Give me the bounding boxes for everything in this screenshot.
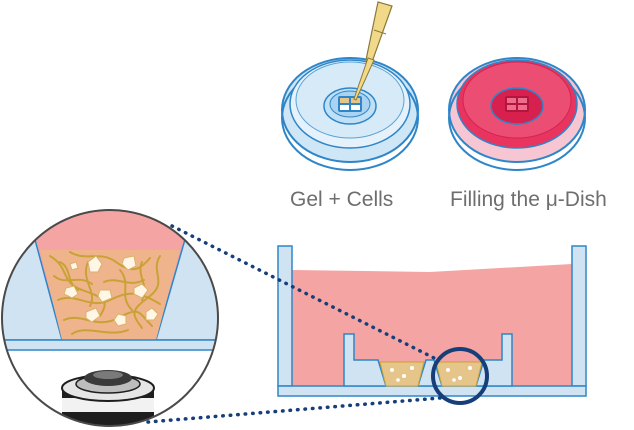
caption-gel-cells: Gel + Cells bbox=[290, 188, 394, 211]
dish-gel-cells bbox=[281, 57, 419, 171]
dish-filling bbox=[448, 57, 586, 171]
magnifier-circle-icon bbox=[431, 347, 489, 405]
well-grid-filled bbox=[505, 96, 529, 112]
microscope-objective-icon bbox=[61, 370, 155, 426]
zoom-connector-lines bbox=[146, 224, 442, 424]
caption-filling: Filling the μ-Dish bbox=[450, 188, 607, 211]
well-grid-gel bbox=[338, 96, 362, 112]
zoom-inset bbox=[2, 210, 218, 426]
pipette-icon bbox=[353, 1, 393, 101]
